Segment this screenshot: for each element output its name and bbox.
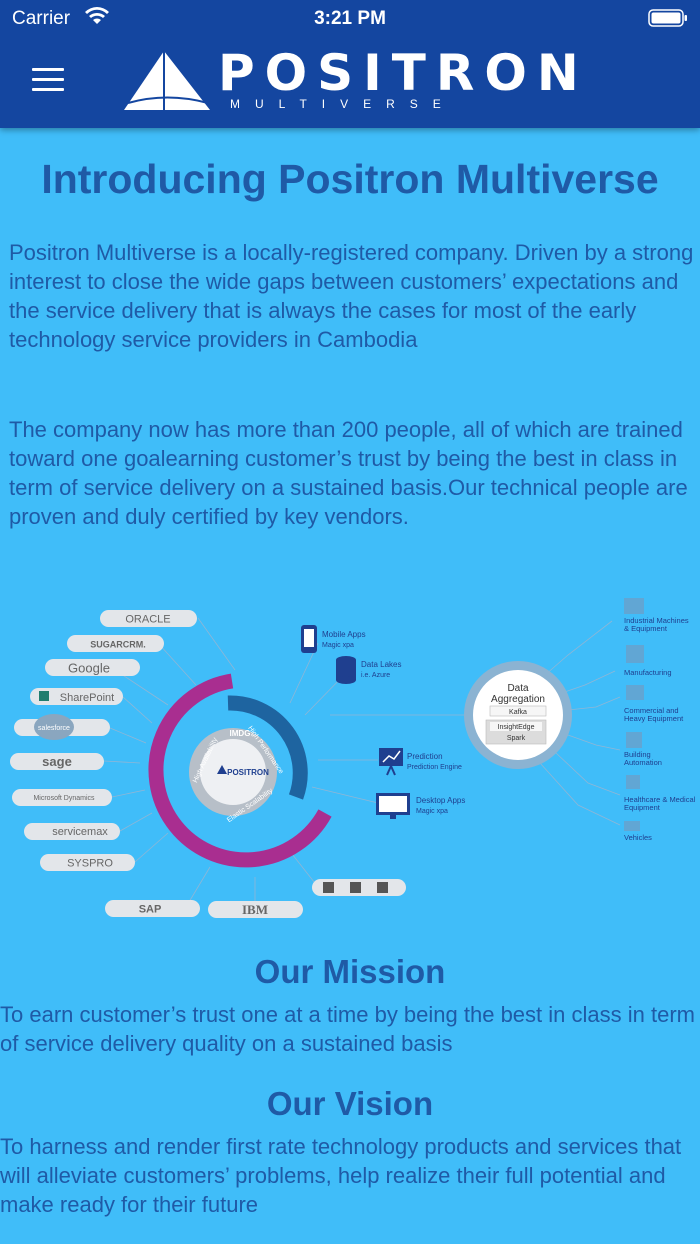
svg-text:Commercial and: Commercial and [624,706,679,715]
industry-icons [624,598,644,831]
svg-text:IBM: IBM [242,902,268,917]
mission-text: To earn customer’s trust one at a time b… [0,1002,695,1056]
vision-title: Our Vision [266,1085,434,1122]
svg-text:Industrial Machines: Industrial Machines [624,616,689,625]
positron-logo: POSITRON MULTIVERSE [122,44,579,114]
svg-text:Equipment: Equipment [624,803,661,812]
svg-text:SYSPRO: SYSPRO [67,858,113,870]
svg-text:Desktop Apps: Desktop Apps [416,796,465,805]
svg-text:SAP: SAP [139,904,162,916]
prediction-node: Prediction Prediction Engine [379,748,462,776]
logo-wordmark: POSITRON [218,44,589,102]
carrier-label: Carrier [12,8,71,29]
intro-paragraph-2: The company now has more than 200 people… [9,417,688,529]
svg-text:Kafka: Kafka [509,709,527,716]
desktop-apps-node: Desktop Apps Magic xpa [376,793,465,819]
intro-paragraph-1: Positron Multiverse is a locally-registe… [9,240,694,352]
social-icons-pill [312,879,406,896]
svg-text:Mobile Apps: Mobile Apps [322,630,366,639]
page-title: Introducing Positron Multiverse [41,156,659,202]
svg-text:Manufacturing: Manufacturing [624,668,672,677]
industry-labels: Industrial Machines & Equipment Manufact… [624,616,696,842]
vision-text: To harness and render first rate technol… [0,1134,682,1217]
status-bar: Carrier 3:21 PM [0,0,700,36]
vendor-pill-salesforce: salesforce [14,714,110,740]
svg-text:SharePoint: SharePoint [60,692,114,704]
svg-text:Healthcare & Medical: Healthcare & Medical [624,795,696,804]
logo-subtitle: MULTIVERSE [230,97,456,111]
vendor-pill-syspro: SYSPRO [40,854,135,871]
svg-text:InsightEdge: InsightEdge [498,724,535,731]
clock: 3:21 PM [314,8,386,29]
svg-text:salesforce: salesforce [38,725,70,732]
mobile-apps-node: Mobile Apps Magic xpa [301,625,366,653]
vendor-pill-oracle: ORACLE [100,610,197,627]
svg-text:Aggregation: Aggregation [491,694,545,705]
vendor-pill-microsoft-dynamics: Microsoft Dynamics [12,789,112,806]
mission-title: Our Mission [254,953,446,990]
svg-text:Automation: Automation [624,758,662,767]
vendor-pill-sugarcrm: SUGARCRM. [67,635,164,652]
svg-text:i.e. Azure: i.e. Azure [361,672,390,679]
svg-text:Building: Building [624,750,651,759]
svg-text:SUGARCRM.: SUGARCRM. [90,640,146,650]
svg-text:Vehicles: Vehicles [624,833,652,842]
svg-text:Magic xpa: Magic xpa [322,642,354,649]
svg-text:Data Lakes: Data Lakes [361,660,401,669]
data-lakes-node: Data Lakes i.e. Azure [336,656,401,684]
battery-icon [648,9,687,27]
svg-text:& Equipment: & Equipment [624,624,668,633]
svg-text:Prediction: Prediction [407,752,443,761]
svg-text:Magic xpa: Magic xpa [416,808,448,815]
vendor-pill-servicemax: servicemax [24,823,120,840]
vendor-pill-sage: sage [10,753,104,770]
svg-text:Prediction Engine: Prediction Engine [407,764,462,771]
svg-text:sage: sage [42,754,72,769]
navigation-bar: Carrier 3:21 PM POSITRON MULTIVERSE [0,0,700,128]
svg-text:Data: Data [507,683,529,694]
vendor-pill-sap: SAP [105,900,200,917]
hub-brand: POSITRON [227,768,269,777]
svg-text:Spark: Spark [507,735,526,742]
svg-text:ORACLE: ORACLE [125,614,170,626]
architecture-diagram: ORACLE SUGARCRM. Google SharePoint sales… [0,585,700,930]
svg-text:Microsoft Dynamics: Microsoft Dynamics [33,795,95,802]
svg-text:Google: Google [68,661,110,676]
svg-text:Heavy Equipment: Heavy Equipment [624,714,684,723]
vendor-pill-ibm: IBM [208,901,303,918]
vendor-pill-google: Google [45,659,140,676]
vendor-pill-sharepoint: SharePoint [30,688,123,705]
hub-ring-top: IMDG [230,729,251,738]
hamburger-menu-icon[interactable] [32,68,64,94]
data-aggregation-node: Data Aggregation Kafka InsightEdge Spark [464,661,572,769]
sail-logo-icon [124,51,210,110]
wifi-icon [85,7,109,24]
svg-text:servicemax: servicemax [52,826,108,838]
